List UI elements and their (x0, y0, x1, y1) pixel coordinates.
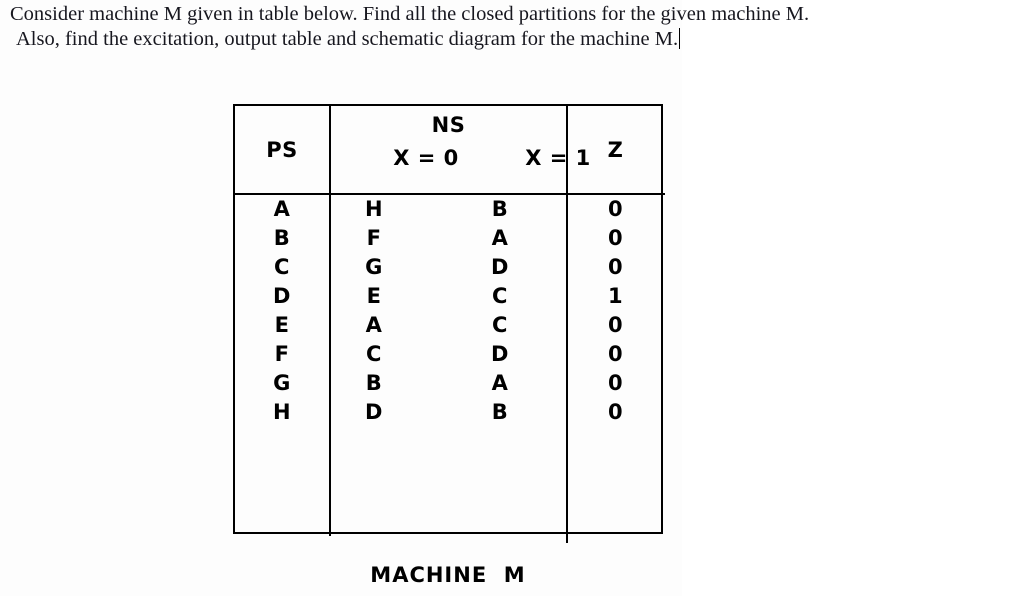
table-column-divider-ps-ns (329, 106, 331, 536)
table-row: E A C 0 (235, 311, 665, 340)
cell-ps: C (274, 255, 290, 279)
question-prompt: Consider machine M given in table below.… (10, 2, 1014, 52)
cell-ns-x1: A (491, 226, 509, 250)
prompt-line-1-text: Consider machine M given in table below.… (10, 3, 810, 25)
table-row: C G D 0 (235, 253, 665, 282)
cell-z: 0 (607, 226, 624, 250)
cell-ps: A (273, 197, 291, 221)
cell-ns-x0: D (365, 400, 383, 424)
cell-ps: E (274, 313, 290, 337)
cell-ns-x1: D (491, 255, 509, 279)
cell-ps: H (272, 400, 292, 424)
document-panel (0, 0, 682, 596)
cell-ns-x1: A (491, 371, 509, 395)
prompt-line-2-text: Also, find the excitation, output table … (16, 28, 679, 50)
header-label-z: Z (607, 137, 624, 162)
table-column-divider-ns-z (566, 106, 568, 543)
table-row: A H B 0 (235, 195, 665, 224)
cell-z: 1 (607, 284, 624, 308)
cell-ns-x0: C (366, 342, 382, 366)
state-table: PS NS X = 0 X = 1 Z A H B 0 B F A 0 (233, 104, 665, 543)
prompt-line-1: Consider machine M given in table below.… (10, 2, 1014, 27)
cell-ns-x0: F (366, 226, 382, 250)
cell-z: 0 (607, 313, 624, 337)
cell-ps: F (274, 342, 290, 366)
cell-ps: B (273, 226, 291, 250)
header-label-ps: PS (266, 137, 298, 162)
cell-ns-x1: C (492, 313, 508, 337)
cell-z: 0 (607, 342, 624, 366)
cell-z: 0 (607, 400, 624, 424)
figure-caption: MACHINE M (370, 563, 526, 587)
text-caret (679, 28, 681, 49)
header-cell-ns: NS X = 0 X = 1 (331, 106, 590, 193)
cell-ns-x0: G (365, 255, 383, 279)
table-body: A H B 0 B F A 0 C G D 0 D E C 1 (235, 195, 665, 427)
header-label-ns-x1: X = 1 (525, 146, 591, 170)
cell-ns-x1: B (491, 400, 509, 424)
cell-ns-x1: D (491, 342, 509, 366)
table-row: G B A 0 (235, 369, 665, 398)
cell-ns-x1: B (491, 197, 509, 221)
header-label-ns: NS (431, 113, 466, 137)
cell-z: 0 (607, 371, 624, 395)
table-row: B F A 0 (235, 224, 665, 253)
header-cell-ps: PS (235, 106, 329, 193)
cell-z: 0 (607, 197, 624, 221)
table-header-divider (235, 193, 665, 195)
table-row: F C D 0 (235, 340, 665, 369)
header-label-ns-x0: X = 0 (393, 146, 459, 170)
table-row: D E C 1 (235, 282, 665, 311)
cell-ns-x0: E (366, 284, 382, 308)
cell-ns-x0: A (365, 313, 383, 337)
cell-ps: D (273, 284, 291, 308)
cell-z: 0 (607, 255, 624, 279)
cell-ns-x0: H (364, 197, 384, 221)
cell-ps: G (273, 371, 291, 395)
header-cell-z: Z (568, 106, 663, 193)
cell-ns-x0: B (365, 371, 383, 395)
table-row: H D B 0 (235, 398, 665, 427)
cell-ns-x1: C (492, 284, 508, 308)
state-table-figure: PS NS X = 0 X = 1 Z A H B 0 B F A 0 (233, 104, 665, 543)
prompt-line-2: Also, find the excitation, output table … (10, 27, 1014, 52)
